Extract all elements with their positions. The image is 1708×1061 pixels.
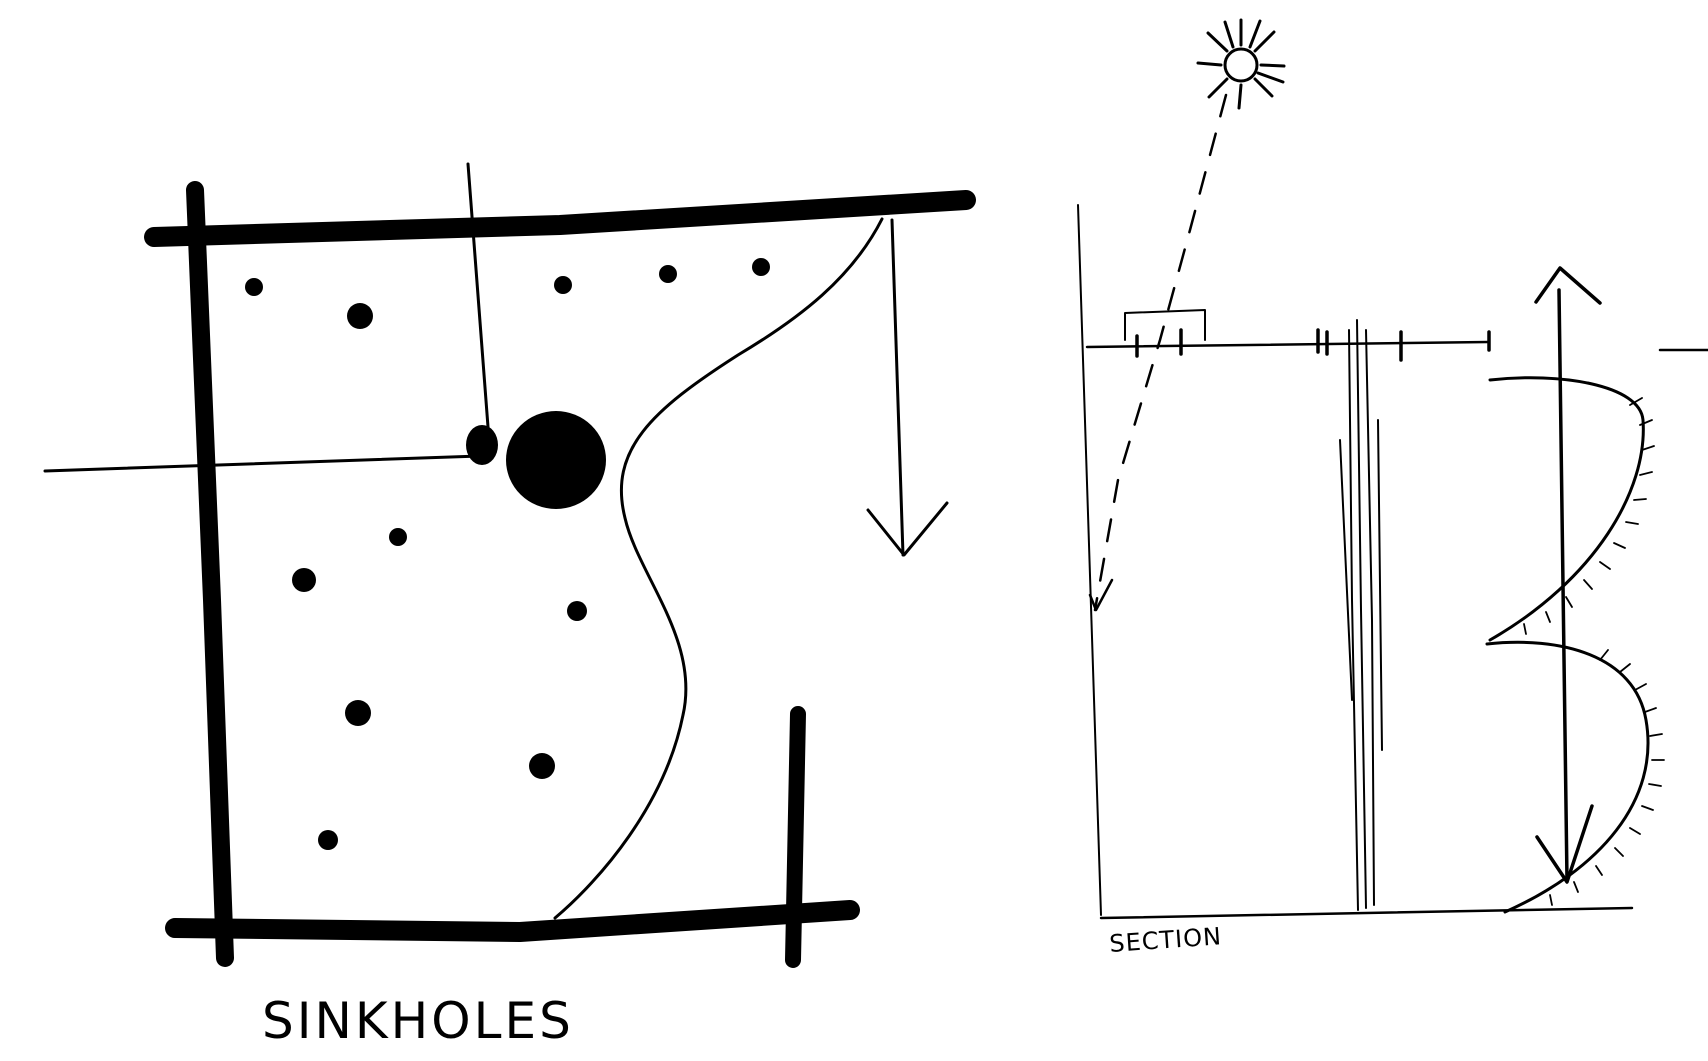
sun-disc bbox=[1225, 49, 1257, 81]
vertical-grid-line bbox=[468, 164, 489, 440]
section-left-edge bbox=[1078, 205, 1101, 915]
sinkhole-dot bbox=[345, 700, 371, 726]
horizontal-grid-line bbox=[45, 456, 480, 471]
sun-ray-dashed bbox=[1095, 95, 1226, 610]
large-sinkhole bbox=[506, 411, 606, 509]
section-diagram: SECTION bbox=[1078, 20, 1708, 958]
plan-diagram: SINKHOLES bbox=[45, 164, 966, 1050]
plan-frame bbox=[154, 190, 966, 960]
sinkhole-dots bbox=[245, 258, 770, 850]
sinkhole-dot bbox=[318, 830, 338, 850]
sinkhole-dot bbox=[245, 278, 263, 296]
flow-curve bbox=[555, 219, 882, 918]
sinkhole-dot bbox=[347, 303, 373, 329]
sinkhole-dot bbox=[752, 258, 770, 276]
right-wall-stub bbox=[793, 714, 798, 960]
sun-icon bbox=[1198, 20, 1284, 108]
base-line bbox=[1101, 908, 1632, 918]
bottom-wall bbox=[175, 910, 850, 932]
sinkhole-dot bbox=[659, 265, 677, 283]
plan-label: SINKHOLES bbox=[262, 992, 574, 1050]
double-headed-arrow-icon bbox=[1536, 268, 1600, 882]
sinkhole-dot bbox=[389, 528, 407, 546]
sinkhole-dot bbox=[292, 568, 316, 592]
section-label: SECTION bbox=[1108, 922, 1222, 958]
sinkhole-dot bbox=[529, 753, 555, 779]
ground-line bbox=[1087, 342, 1488, 347]
ray-hook bbox=[1090, 580, 1112, 610]
down-arrow-head bbox=[868, 503, 947, 555]
cliff-hatching bbox=[1524, 398, 1664, 905]
sun-rays bbox=[1198, 20, 1284, 108]
down-arrow-shaft bbox=[892, 220, 903, 555]
left-wall bbox=[195, 190, 225, 958]
top-wall bbox=[154, 200, 966, 237]
cliff-upper-curve bbox=[1490, 378, 1643, 640]
vertical-shaft bbox=[1340, 320, 1382, 910]
ground-surface bbox=[1087, 310, 1708, 360]
sinkhole-dot bbox=[567, 601, 587, 621]
hatch-upper bbox=[1524, 398, 1654, 634]
vertical-arrow-top-head bbox=[1536, 268, 1600, 303]
sinkhole-dot bbox=[554, 276, 572, 294]
grid-node bbox=[466, 425, 498, 465]
down-arrow-icon bbox=[868, 220, 947, 555]
